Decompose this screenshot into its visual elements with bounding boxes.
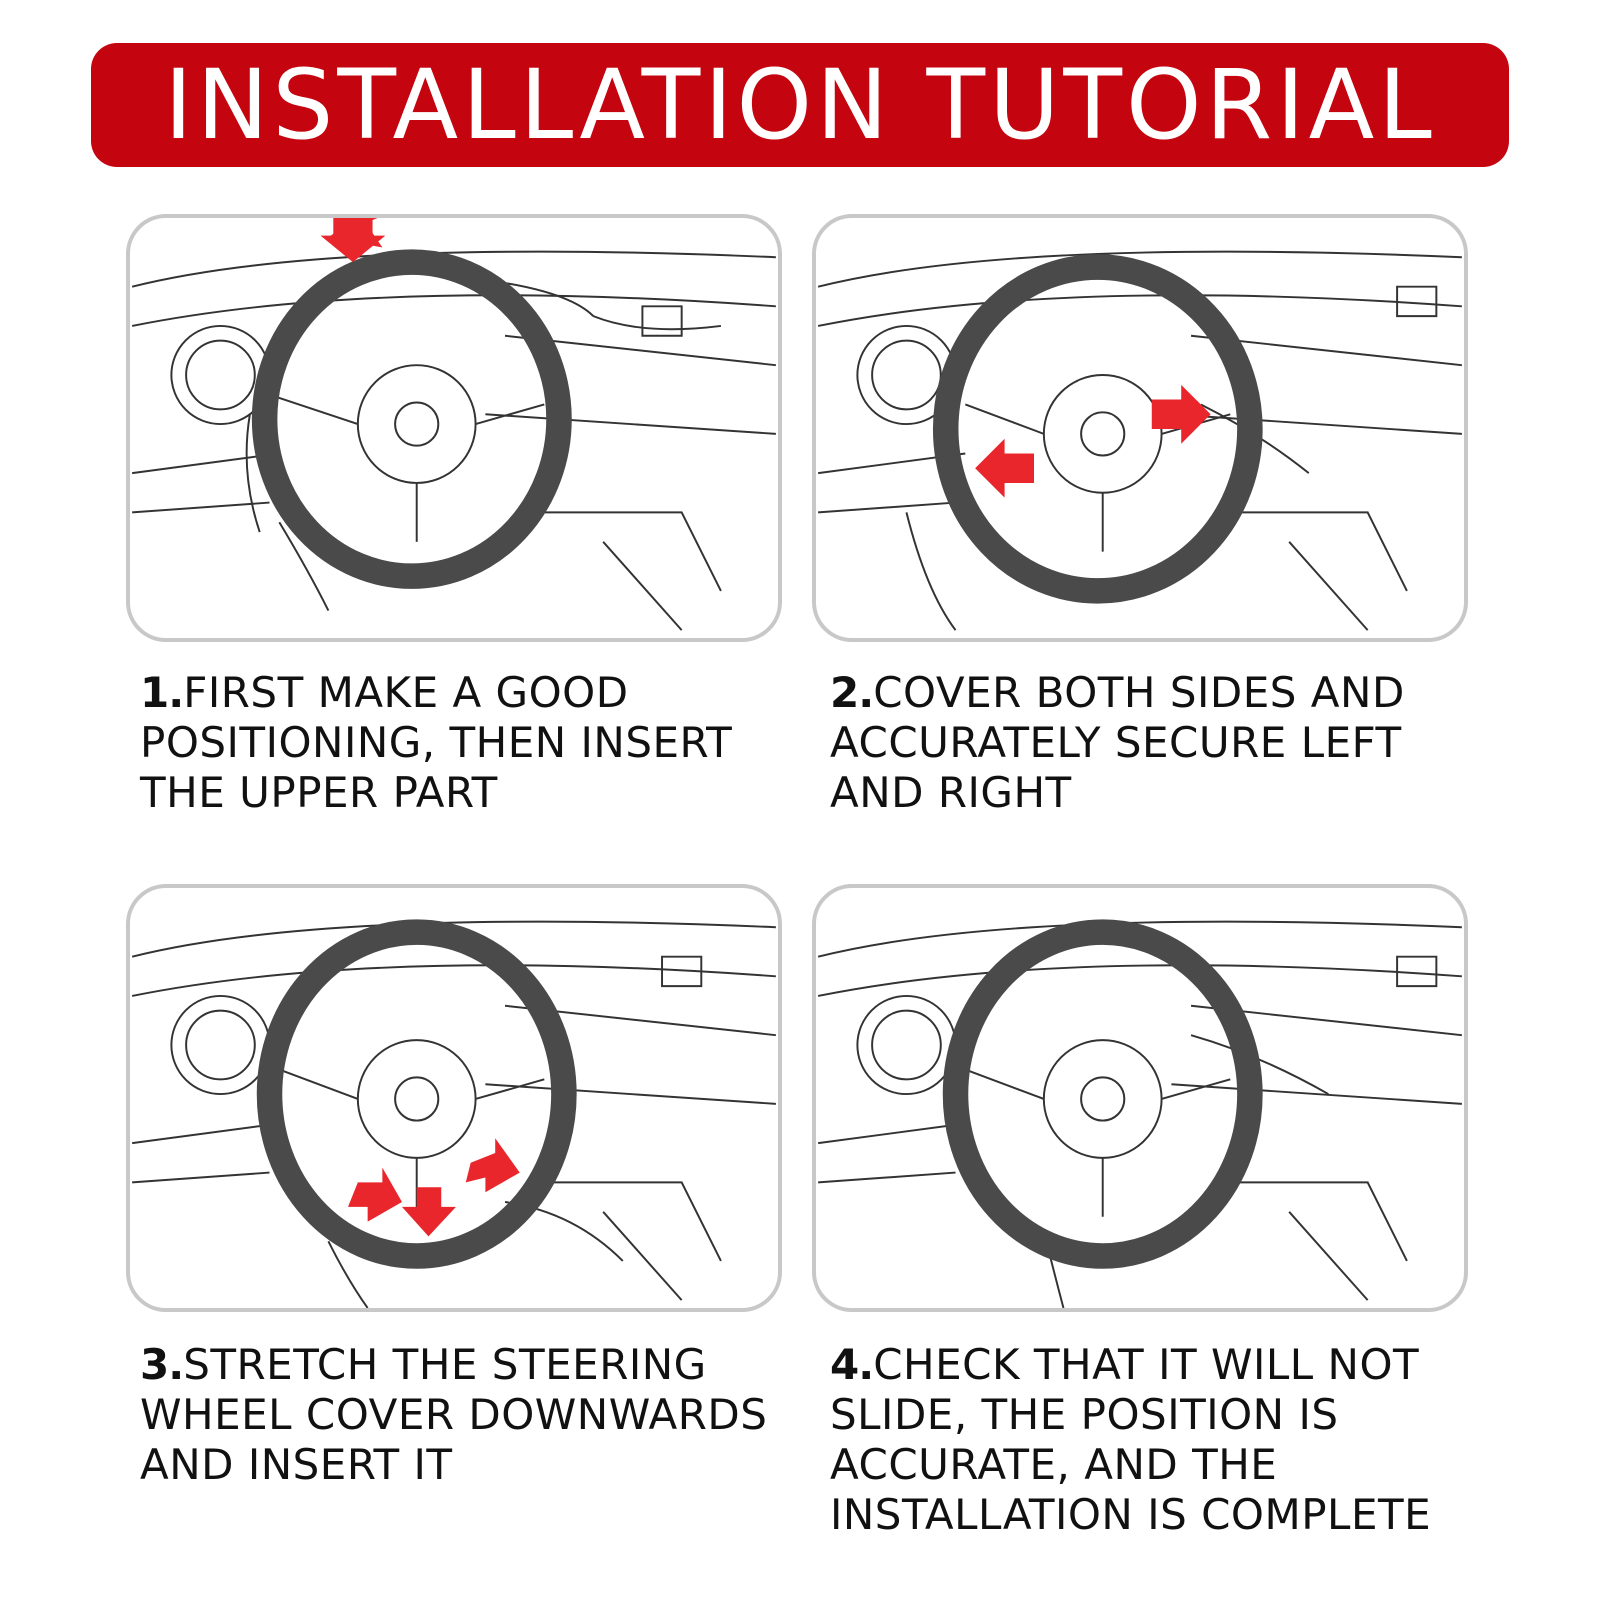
step-number: 3. <box>140 1340 184 1389</box>
step-2-illustration <box>812 214 1468 642</box>
caption-line: STRETCH THE STEERING <box>183 1340 707 1389</box>
step-2-caption: 2.COVER BOTH SIDES AND ACCURATELY SECURE… <box>830 668 1500 818</box>
steering-wheel-illustration <box>131 218 776 631</box>
step-4-caption: 4.CHECK THAT IT WILL NOT SLIDE, THE POSI… <box>830 1340 1500 1540</box>
caption-line: THE UPPER PART <box>140 768 498 817</box>
step-3-caption: 3.STRETCH THE STEERING WHEEL COVER DOWNW… <box>140 1340 810 1490</box>
caption-line: POSITIONING, THEN INSERT <box>140 718 733 767</box>
step-4-illustration <box>812 884 1468 1312</box>
step-1-illustration <box>126 214 782 642</box>
steering-wheel-illustration <box>817 919 1462 1308</box>
caption-line: ACCURATELY SECURE LEFT <box>830 718 1402 767</box>
page-title: INSTALLATION TUTORIAL <box>164 49 1436 161</box>
steering-wheel-illustration <box>817 250 1462 631</box>
step-1-caption: 1.FIRST MAKE A GOOD POSITIONING, THEN IN… <box>140 668 810 818</box>
steering-wheel-illustration <box>131 919 776 1308</box>
caption-line: ACCURATE, AND THE <box>830 1440 1278 1489</box>
caption-line: COVER BOTH SIDES AND <box>873 668 1405 717</box>
step-3-illustration <box>126 884 782 1312</box>
caption-line: FIRST MAKE A GOOD <box>183 668 629 717</box>
caption-line: AND INSERT IT <box>140 1440 453 1489</box>
caption-line: AND RIGHT <box>830 768 1072 817</box>
caption-line: WHEEL COVER DOWNWARDS <box>140 1390 768 1439</box>
title-banner: INSTALLATION TUTORIAL <box>91 43 1509 167</box>
caption-line: INSTALLATION IS COMPLETE <box>830 1490 1432 1539</box>
step-number: 2. <box>830 668 874 717</box>
caption-line: CHECK THAT IT WILL NOT <box>873 1340 1420 1389</box>
step-number: 1. <box>140 668 184 717</box>
step-number: 4. <box>830 1340 874 1389</box>
caption-line: SLIDE, THE POSITION IS <box>830 1390 1339 1439</box>
